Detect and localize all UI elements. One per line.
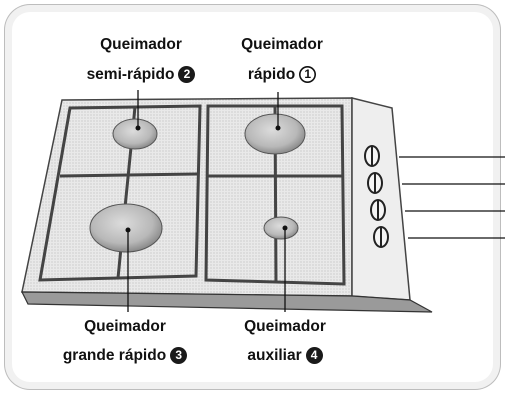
label-rapid-title: Queimador (241, 36, 323, 53)
label-semi-rapid-title: Queimador (100, 36, 182, 53)
semi-rapid-burner (112, 118, 158, 150)
large-rapid-burner (89, 203, 163, 253)
burner-leader-lines (127, 90, 286, 312)
knob-leader-lines (399, 156, 505, 239)
burner-number-2: 2 (178, 66, 196, 83)
label-auxiliary-title: Queimador (244, 318, 326, 335)
label-large-rapid-text: grande rápido (62, 347, 167, 364)
hob-front-edge (21, 291, 433, 313)
auxiliary-burner (263, 216, 299, 240)
label-large-rapid-title: Queimador (84, 318, 166, 335)
rapid-burner (244, 113, 306, 155)
burner-number-4: 4 (305, 347, 323, 364)
label-rapid-text: rápido (247, 66, 296, 83)
label-semi-rapid-text: semi-rápido (86, 66, 175, 83)
label-auxiliary-text: auxiliar (247, 347, 302, 364)
burner-number-3: 3 (170, 347, 188, 364)
control-panel (351, 97, 411, 301)
burner-number-1: 1 (299, 66, 317, 83)
